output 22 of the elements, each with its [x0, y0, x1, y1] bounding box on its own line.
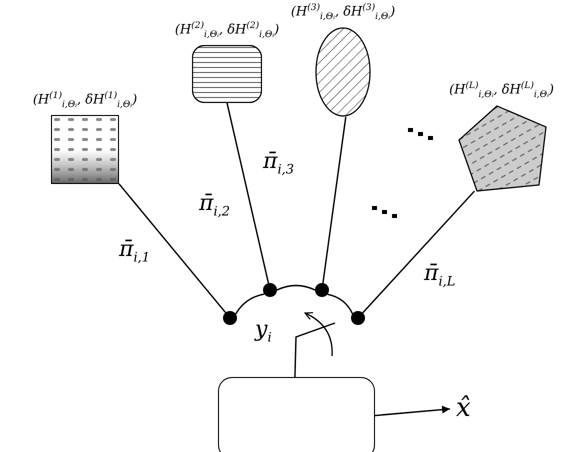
- junction-dot: [263, 283, 277, 297]
- connector-line: [327, 294, 354, 314]
- formula-label: (H$^{(2)}$$_{i,Θᵢ}$, δH$^{(2)}$$_{i,Θᵢ}$): [174, 22, 280, 41]
- edge-label: π̄$_{i,3}$: [262, 150, 296, 178]
- formula-label: (H$^{(L)}$$_{i,Θᵢ}$, δH$^{(L)}$$_{i,Θᵢ}$): [449, 82, 554, 101]
- formula-label: (H$^{(1)}$$_{i,Θᵢ}$, δH$^{(1)}$$_{i,Θᵢ}$): [32, 92, 138, 111]
- process-box: [218, 377, 375, 452]
- junction-dot: [223, 311, 237, 325]
- connector-line: [362, 190, 476, 314]
- arrow: [374, 406, 450, 416]
- junction-dot: [351, 311, 365, 325]
- edge-label: π̄$_{i,L}$: [423, 262, 456, 290]
- connector-line: [322, 116, 346, 284]
- connector-line: [294, 322, 336, 378]
- junction-dot: [315, 283, 329, 297]
- formula-label: (H$^{(3)}$$_{i,Θᵢ}$, δH$^{(3)}$$_{i,Θᵢ}$): [290, 4, 396, 23]
- connector-line: [118, 183, 226, 314]
- output-symbol: x̂: [456, 394, 471, 423]
- edge-label: π̄$_{i,2}$: [198, 192, 232, 220]
- connector-line: [226, 102, 270, 284]
- connector-line: [235, 293, 264, 314]
- connector-line: [276, 284, 316, 291]
